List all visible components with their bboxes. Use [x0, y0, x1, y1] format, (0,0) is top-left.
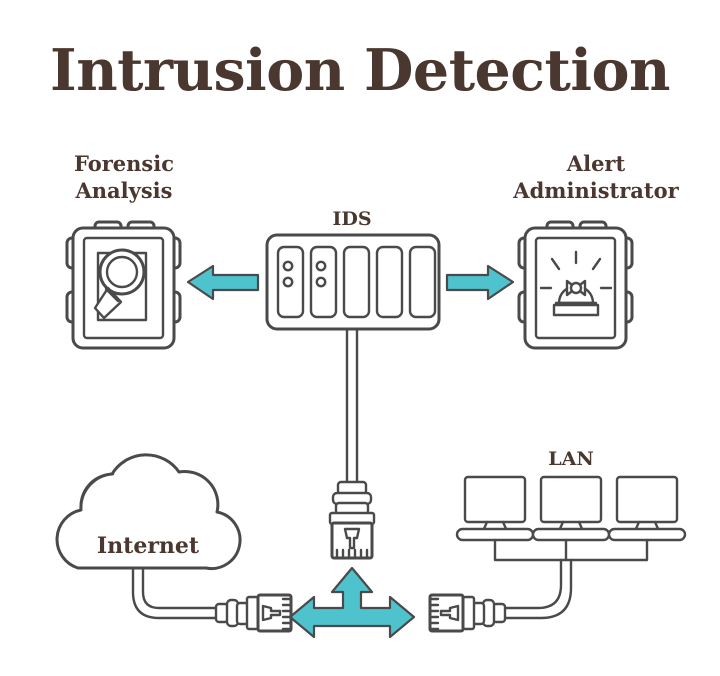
monitor-icon	[531, 475, 611, 542]
ids-label: IDS	[332, 208, 371, 230]
lan-label: LAN	[548, 448, 593, 470]
arrow-ids-to-forensic	[186, 264, 260, 301]
lan-monitors	[455, 475, 687, 562]
internet-label: Internet	[97, 533, 200, 559]
alert-administrator-icon	[517, 220, 634, 350]
page-title: Intrusion Detection	[50, 37, 670, 104]
monitor-icon	[607, 475, 687, 542]
internet-cloud-icon	[55, 453, 242, 571]
ids-downlink-cable	[345, 327, 359, 484]
ids-led	[315, 276, 327, 288]
rj45-clip-icon	[343, 527, 361, 550]
ids-led	[282, 260, 294, 272]
rj45-clip-icon	[261, 604, 282, 622]
forensic-label-line1: Forensic	[74, 151, 174, 176]
alert-label-line2: Administrator	[512, 178, 679, 203]
siren-icon	[539, 250, 613, 317]
magnifier-icon	[93, 248, 146, 320]
ids-server-icon	[265, 233, 441, 331]
lan-bus-wiring	[493, 538, 649, 562]
arrow-traffic-tee	[288, 566, 416, 639]
rj45-connector-internet	[214, 593, 293, 633]
forensic-label-line2: Analysis	[75, 178, 173, 203]
rj45-clip-icon	[439, 604, 460, 622]
ids-led	[282, 276, 294, 288]
ids-slot	[342, 245, 371, 319]
monitor-icon	[455, 475, 535, 542]
ids-slot	[375, 245, 404, 319]
lan-cable	[490, 558, 573, 620]
ids-slot	[408, 245, 437, 319]
ids-led	[315, 260, 327, 272]
rj45-connector-lan	[428, 593, 507, 633]
alert-label-line1: Alert	[566, 151, 626, 176]
rj45-connector-vertical	[328, 480, 376, 560]
arrow-ids-to-alert	[445, 264, 515, 301]
forensic-analysis-icon	[65, 220, 182, 350]
internet-cable	[131, 566, 219, 620]
